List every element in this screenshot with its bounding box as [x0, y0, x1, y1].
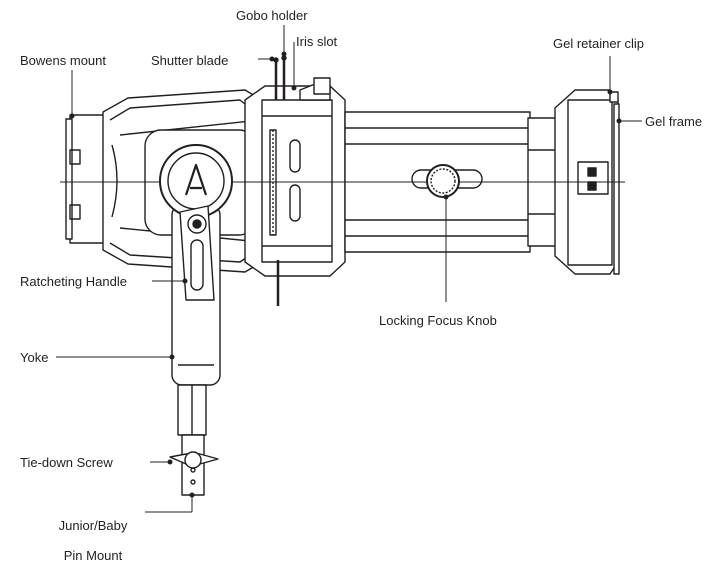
- pin-mount-label-line1: Junior/Baby: [58, 518, 128, 533]
- gel-retainer-clip-label: Gel retainer clip: [553, 36, 645, 51]
- tie-down-screw-label: Tie-down Screw: [20, 455, 113, 470]
- pin-mount: [169, 384, 219, 496]
- bowens-mount-label: Bowens mount: [20, 53, 106, 68]
- shutter-blade-label: Shutter blade: [151, 53, 229, 68]
- gobo-posts: [273, 55, 287, 306]
- shutter-section: [244, 77, 346, 277]
- leader-lines: [56, 25, 642, 513]
- pin-mount-label: Junior/Baby Pin Mount: [44, 503, 142, 563]
- ratcheting-handle-label: Ratcheting Handle: [20, 274, 127, 289]
- locking-focus-knob: [426, 164, 460, 198]
- pin-mount-label-line2: Pin Mount: [63, 548, 123, 563]
- bowens-mount-plate: [65, 114, 106, 244]
- projector-illustration: [56, 25, 642, 513]
- iris-slot-label: Iris slot: [296, 34, 338, 49]
- yoke-label: Yoke: [20, 350, 49, 365]
- gel-frame-label: Gel frame: [645, 114, 703, 129]
- gobo-holder-label: Gobo holder: [236, 8, 308, 23]
- diagram-stage: Gobo holder Iris slot Bowens mount Shutt…: [20, 8, 703, 563]
- yoke-assembly: [159, 144, 233, 386]
- locking-focus-knob-label: Locking Focus Knob: [379, 313, 497, 328]
